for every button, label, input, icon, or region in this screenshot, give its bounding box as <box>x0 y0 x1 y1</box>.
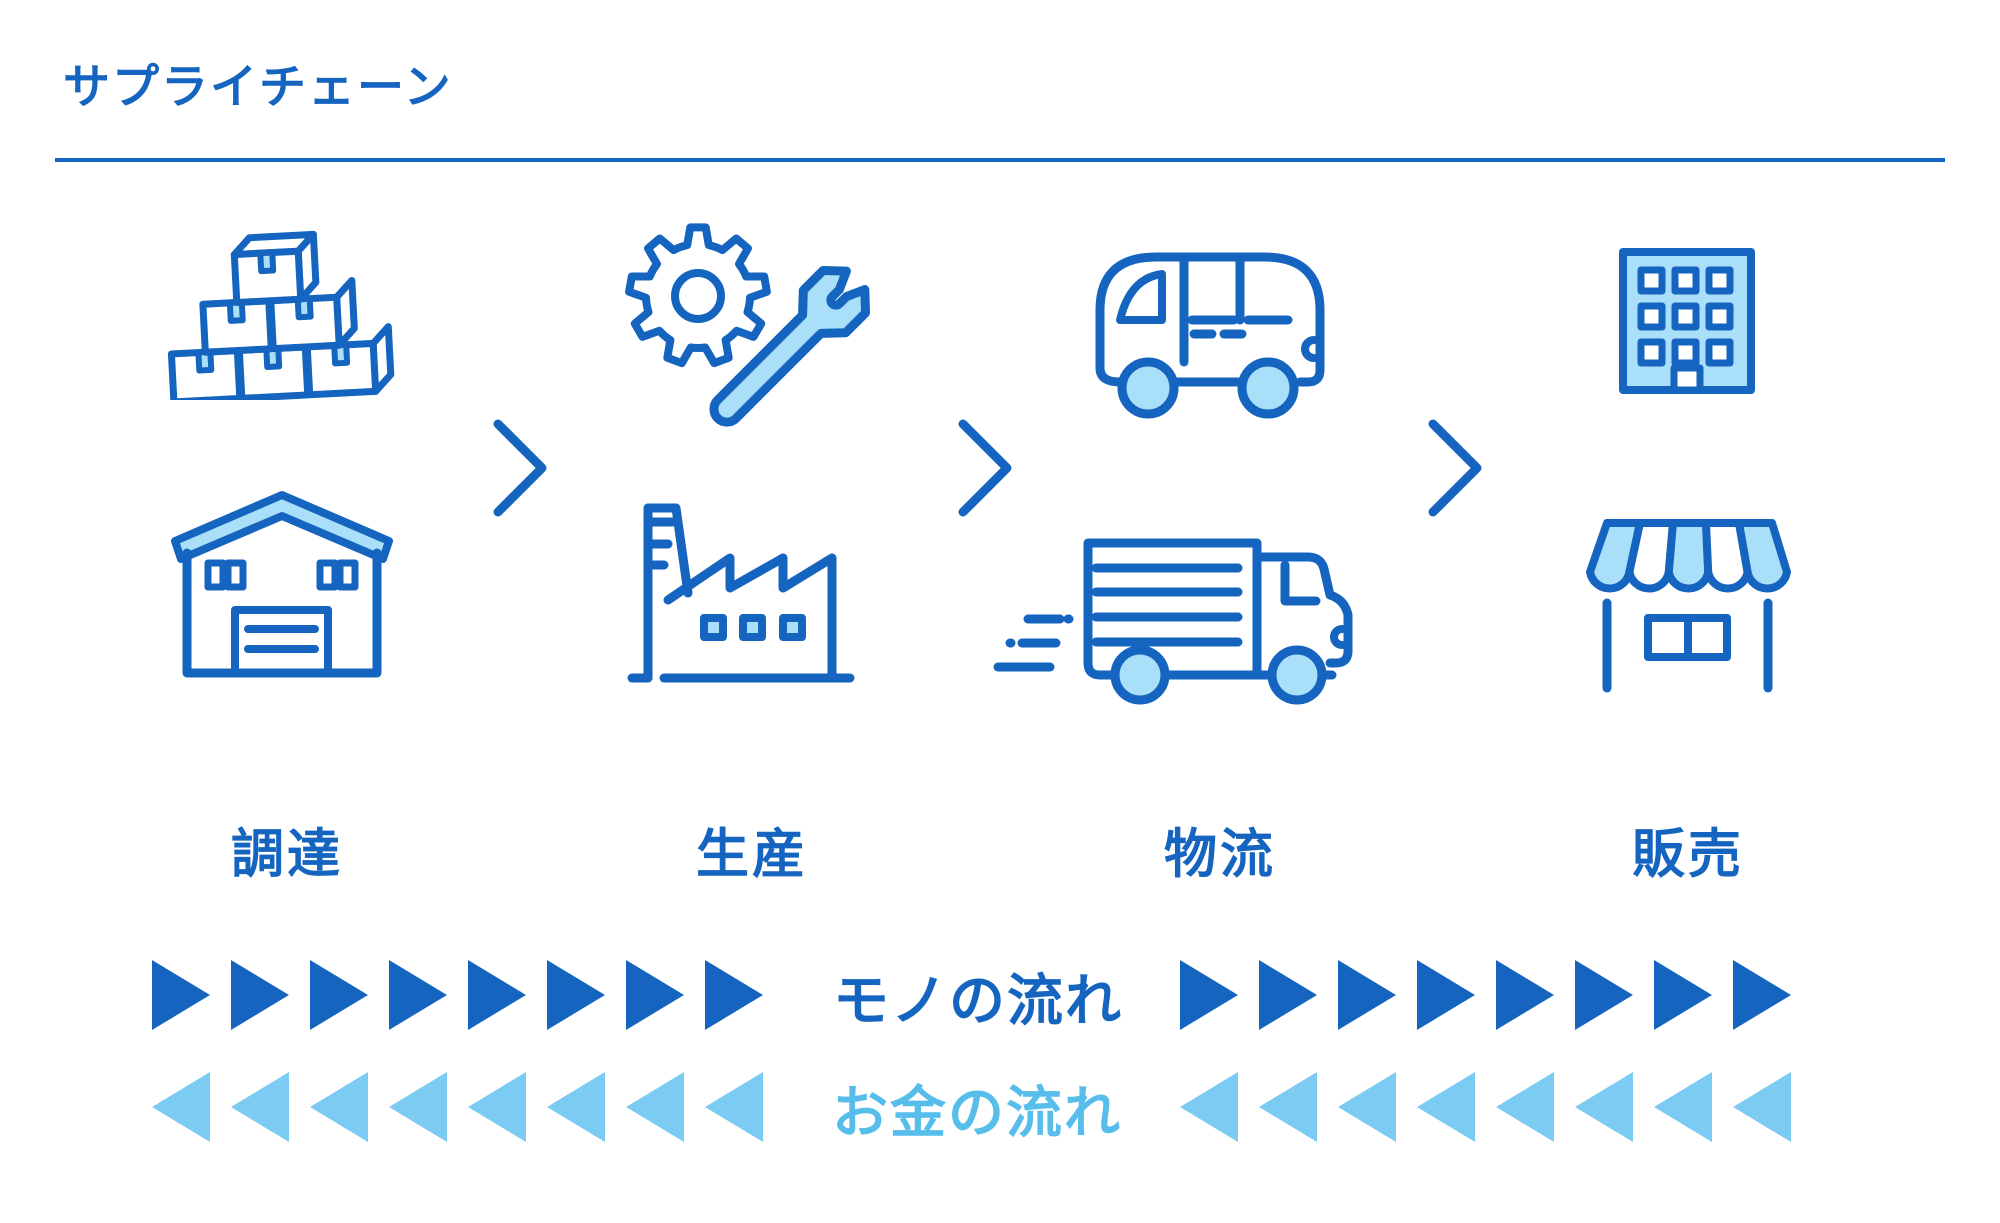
flow-arrow-left <box>1654 1072 1712 1142</box>
chevron-right-icon <box>958 419 1012 517</box>
money-flow-arrows-right <box>1180 1072 1791 1142</box>
stage-label-procurement: 調達 <box>231 825 343 884</box>
flow-arrow-left <box>1338 1072 1396 1142</box>
flow-arrow-right <box>389 960 447 1030</box>
stage-label-sales: 販売 <box>1632 825 1744 884</box>
flow-arrow-left <box>626 1072 684 1142</box>
goods-flow-label: モノの流れ <box>833 969 1123 1032</box>
stage-label-logistics: 物流 <box>1164 825 1276 884</box>
flow-arrow-right <box>468 960 526 1030</box>
flow-arrow-left <box>1259 1072 1317 1142</box>
chevron-right-icon <box>1428 419 1482 517</box>
chevron-right-icon <box>493 419 547 517</box>
gear-wrench-icon <box>625 223 871 427</box>
flow-arrow-right <box>310 960 368 1030</box>
stacked-boxes-icon <box>167 230 395 400</box>
flow-arrow-right <box>626 960 684 1030</box>
flow-arrow-right <box>1259 960 1317 1030</box>
flow-arrow-right <box>152 960 210 1030</box>
flow-arrow-left <box>389 1072 447 1142</box>
flow-arrow-right <box>1496 960 1554 1030</box>
storefront-icon <box>1586 519 1791 693</box>
money-flow-arrows-left <box>152 1072 763 1142</box>
van-icon <box>1095 252 1325 419</box>
flow-arrow-left <box>547 1072 605 1142</box>
flow-arrow-left <box>1180 1072 1238 1142</box>
flow-arrow-right <box>1417 960 1475 1030</box>
page-title: サプライチェーン <box>63 60 453 113</box>
factory-icon <box>627 503 855 683</box>
stage-label-production: 生産 <box>696 825 808 884</box>
flow-arrow-right <box>1180 960 1238 1030</box>
flow-arrow-right <box>547 960 605 1030</box>
flow-arrow-left <box>231 1072 289 1142</box>
flow-arrow-left <box>1417 1072 1475 1142</box>
title-underline <box>55 158 1945 162</box>
delivery-truck-icon <box>993 538 1353 705</box>
office-building-icon <box>1619 248 1755 394</box>
flow-arrow-right <box>1733 960 1791 1030</box>
flow-arrow-right <box>705 960 763 1030</box>
flow-arrow-left <box>152 1072 210 1142</box>
money-flow-label: お金の流れ <box>832 1081 1122 1144</box>
flow-arrow-left <box>705 1072 763 1142</box>
flow-arrow-left <box>1496 1072 1554 1142</box>
flow-arrow-right <box>1575 960 1633 1030</box>
flow-arrow-right <box>1338 960 1396 1030</box>
goods-flow-arrows-right <box>1180 960 1791 1030</box>
flow-arrow-left <box>468 1072 526 1142</box>
flow-arrow-left <box>1733 1072 1791 1142</box>
goods-flow-arrows-left <box>152 960 763 1030</box>
flow-arrow-left <box>310 1072 368 1142</box>
flow-arrow-left <box>1575 1072 1633 1142</box>
warehouse-icon <box>171 491 393 678</box>
flow-arrow-right <box>231 960 289 1030</box>
flow-arrow-right <box>1654 960 1712 1030</box>
